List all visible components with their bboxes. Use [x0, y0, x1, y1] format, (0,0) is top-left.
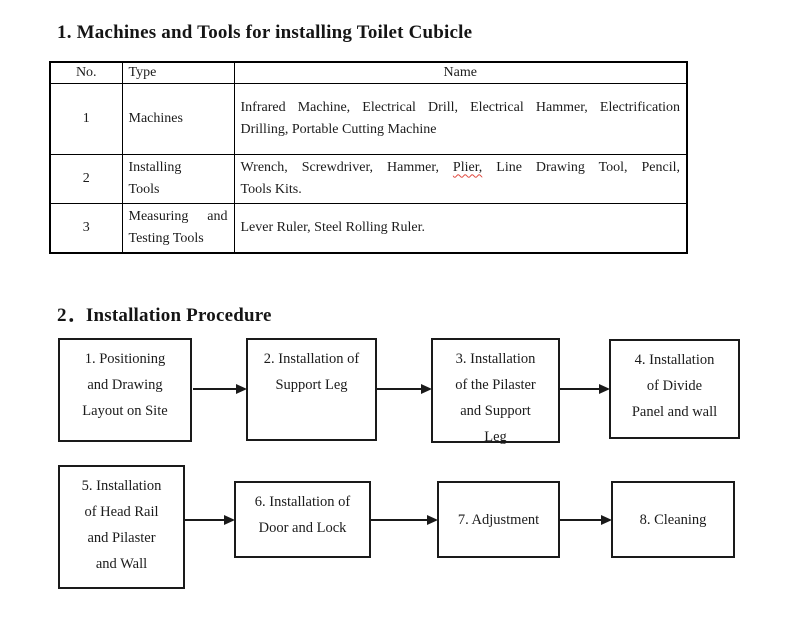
machines-row-name: Infrared Machine, Electrical Drill, Elec… — [233, 82, 688, 155]
installing-row-no: 2 — [49, 153, 123, 204]
col-header-type: Type — [121, 61, 235, 84]
flow-step-7-adjustment: 7. Adjustment — [437, 481, 560, 558]
installing-name-line1-pre: Wrench, Screwdriver, Hammer, — [240, 159, 439, 175]
flow-step-7-label: 7. Adjustment — [457, 511, 540, 528]
measuring-name-line1: Lever Ruler, Steel Rolling Ruler. — [240, 219, 426, 235]
machines-name-line2: Drilling, Portable Cutting Machine — [240, 121, 437, 137]
section1-heading: 1. Machines and Tools for installing Toi… — [57, 22, 473, 43]
flow-step-8-cleaning: 8. Cleaning — [611, 481, 735, 558]
table-row-installing-tools: 2 Installing Tools Wrench, Screwdriver, … — [49, 153, 688, 204]
installing-row-type: Installing Tools — [121, 153, 235, 204]
flow-step-3-label: 3. Installation of the Pilaster and Supp… — [455, 351, 536, 445]
flow-step-4-label: 4. Installation of Divide Panel and wall — [631, 352, 718, 420]
flow-step-6-door-lock: 6. Installation of Door and Lock — [234, 481, 371, 558]
flow-step-1-label: 1. Positioning and Drawing Layout on Sit… — [82, 351, 168, 419]
misspelled-word-plier: Plier, — [452, 159, 483, 175]
flow-step-4-divide-panel: 4. Installation of Divide Panel and wall — [609, 339, 740, 439]
table-row-machines: 1 Machines Infrared Machine, Electrical … — [49, 82, 688, 155]
machines-row-no: 1 — [49, 82, 123, 155]
installing-row-name: Wrench, Screwdriver, Hammer, Plier, Line… — [233, 153, 688, 204]
installing-name-line1: Wrench, Screwdriver, Hammer, Plier, Line… — [241, 157, 681, 179]
flow-step-2-support-leg: 2. Installation of Support Leg — [246, 338, 377, 441]
flow-arrow-6-to-7 — [371, 519, 436, 521]
flow-arrow-2-to-3 — [377, 388, 430, 390]
flow-step-3-pilaster: 3. Installation of the Pilaster and Supp… — [431, 338, 560, 445]
flow-arrow-5-to-6 — [185, 519, 233, 521]
flow-arrow-3-to-4 — [560, 388, 608, 390]
machines-name-line1: Infrared Machine, Electrical Drill, Elec… — [240, 99, 681, 115]
installing-type-line1: Installing — [128, 159, 182, 175]
section2-heading: 2．Installation Procedure — [57, 305, 272, 326]
machines-row-type: Machines — [121, 82, 235, 155]
measuring-row-type: Measuring and Testing Tools — [121, 202, 235, 253]
installing-name-line1-post: Line Drawing Tool, Pencil, — [496, 159, 681, 175]
measuring-type-line1: Measuring and — [128, 208, 228, 224]
flow-step-5-head-rail: 5. Installation of Head Rail and Pilaste… — [58, 465, 185, 589]
table-row-measuring-tools: 3 Measuring and Testing Tools Lever Rule… — [49, 202, 688, 253]
installing-name-line2: Tools Kits. — [240, 181, 302, 197]
col-header-name: Name — [233, 61, 688, 84]
flow-arrow-7-to-8 — [560, 519, 610, 521]
installing-type-line2: Tools — [128, 181, 160, 197]
flow-step-6-label: 6. Installation of Door and Lock — [254, 494, 351, 536]
col-header-no: No. — [49, 61, 123, 84]
measuring-row-no: 3 — [49, 202, 123, 253]
flow-step-5-label: 5. Installation of Head Rail and Pilaste… — [81, 478, 162, 572]
measuring-row-name: Lever Ruler, Steel Rolling Ruler. — [233, 202, 688, 253]
flow-step-1-positioning: 1. Positioning and Drawing Layout on Sit… — [58, 338, 192, 442]
table-header-row: No. Type Name — [49, 61, 688, 84]
flow-step-2-label: 2. Installation of Support Leg — [263, 351, 360, 393]
measuring-type-line2: Testing Tools — [128, 230, 204, 246]
machines-tools-table: No. Type Name 1 Machines Infrared Machin… — [49, 61, 688, 254]
flow-step-8-label: 8. Cleaning — [639, 511, 707, 528]
flow-arrow-1-to-2 — [193, 388, 245, 390]
